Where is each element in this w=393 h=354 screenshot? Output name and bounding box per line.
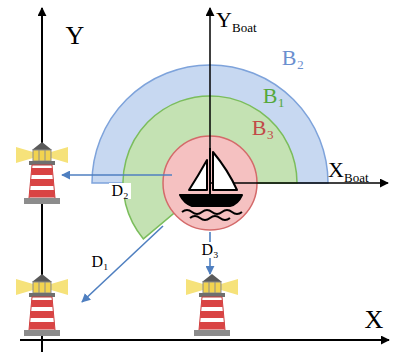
axis-subscript: Boat [232,21,257,34]
axis-label: Y [66,23,85,49]
lighthouse-icon [16,142,68,204]
lighthouse-icon [16,274,68,336]
sailboat-icon [180,148,242,220]
axis-label: X [328,159,344,181]
region-label: B₁ [263,85,285,107]
distance-label: D₁ [89,254,110,270]
world-x-axis [20,339,389,341]
distance-label: D₂ [109,183,130,199]
axis-subscript: Boat [344,171,369,184]
region-label: B₃ [252,117,274,139]
axis-label: Y [216,9,232,31]
distance-arrow [82,226,163,302]
distance-label: D₃ [199,242,220,258]
distance-arrow [62,174,172,176]
region-label: B₂ [282,47,304,69]
axis-label: X [365,307,384,333]
lighthouse-icon [186,274,238,336]
